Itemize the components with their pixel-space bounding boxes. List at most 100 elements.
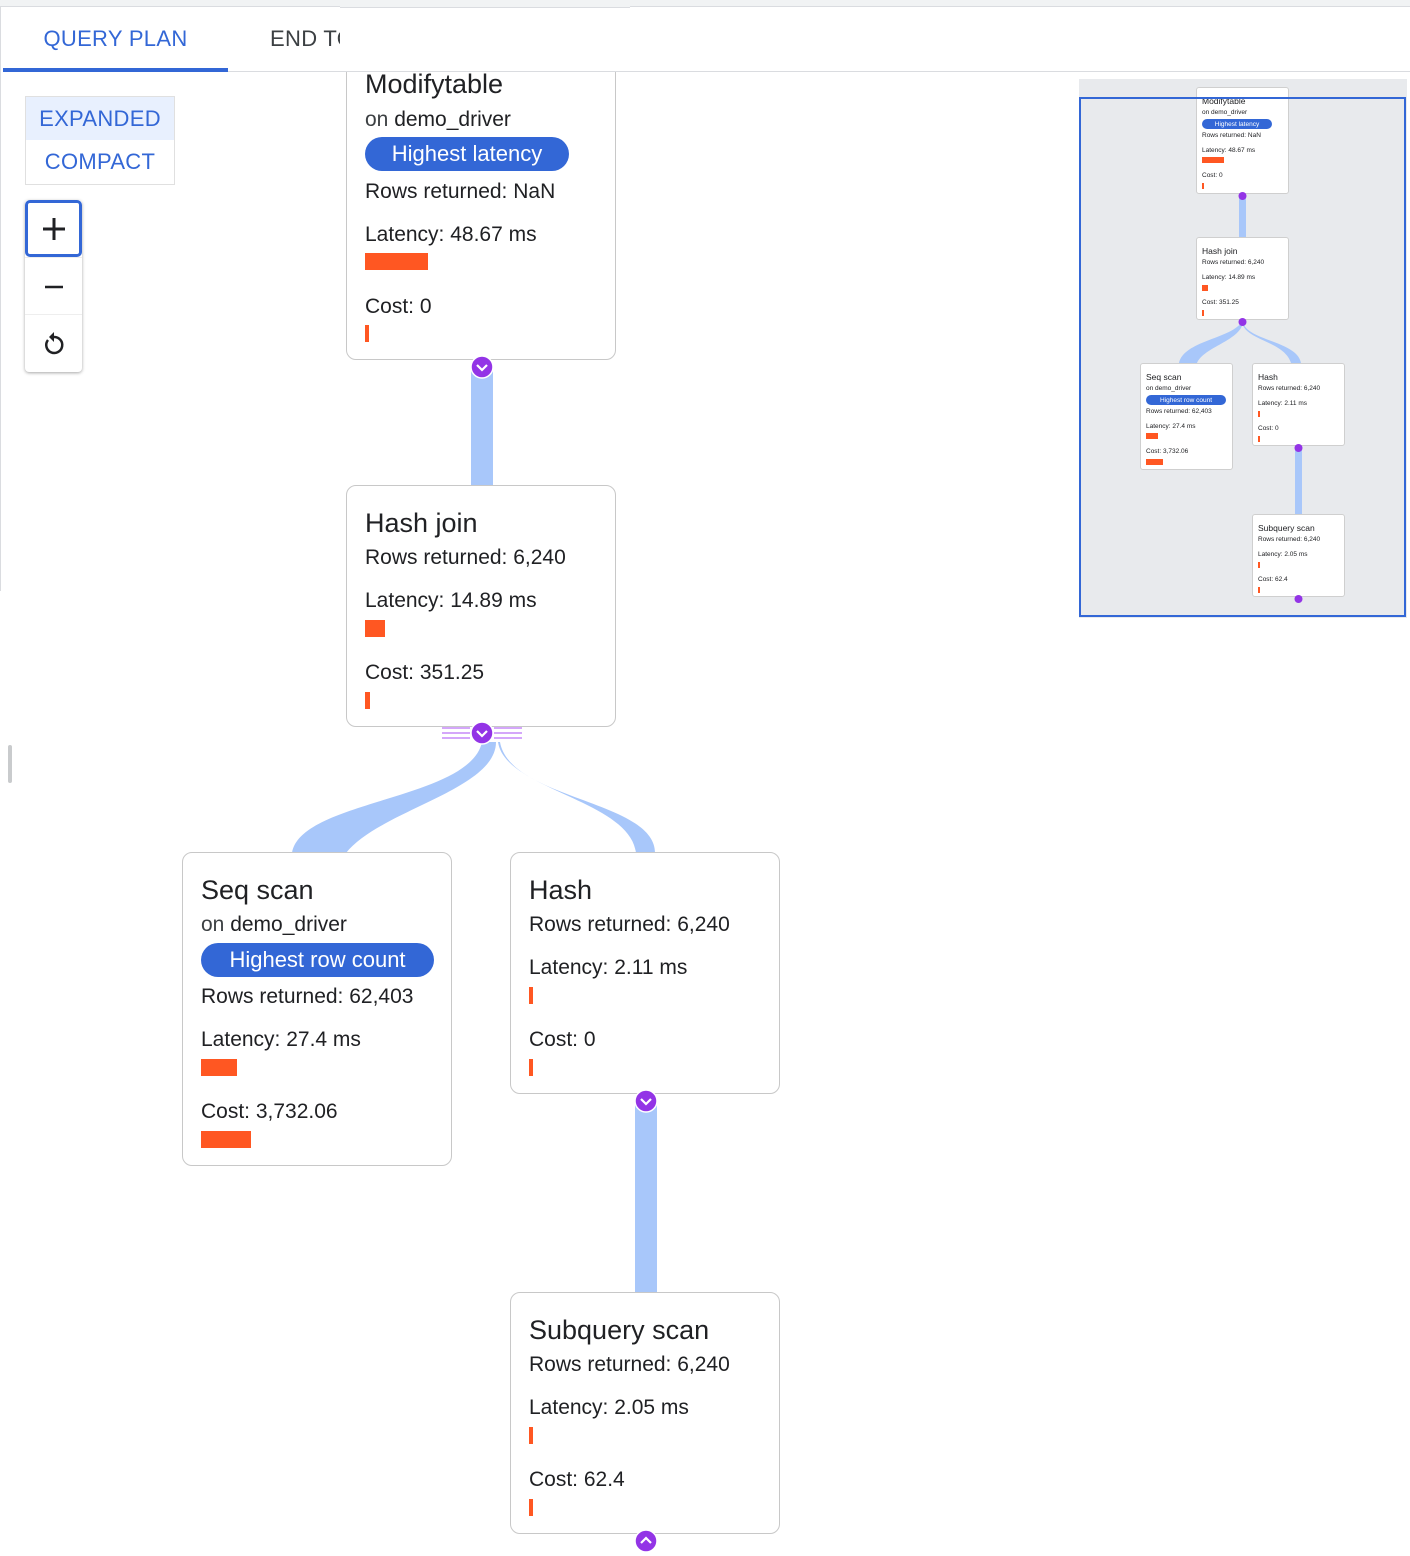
- cost-bar: [201, 1131, 251, 1148]
- node-title: Hash: [529, 875, 593, 905]
- node-hash-join[interactable]: Hash join Rows returned: 6,240 Latency: …: [346, 485, 616, 727]
- minimap-latency-bar: [1202, 157, 1224, 163]
- collapse-hash-button[interactable]: [634, 1089, 658, 1113]
- minimap-rows: Rows returned: 6,240: [1258, 385, 1321, 392]
- collapse-modifytable-button[interactable]: [470, 355, 494, 379]
- compact-button[interactable]: COMPACT: [44, 148, 156, 174]
- cost-bar: [529, 1499, 533, 1516]
- zoom-out-button[interactable]: [25, 257, 82, 315]
- edge-hashjoin-seqscan: [292, 742, 496, 853]
- minimap-cost: Cost: 0: [1202, 172, 1223, 179]
- latency-bar: [201, 1059, 237, 1076]
- view-toggle: EXPANDED COMPACT: [25, 96, 175, 185]
- node-subquery-scan[interactable]: Subquery scan Rows returned: 6,240 Laten…: [510, 1292, 780, 1534]
- latency-bar: [529, 1427, 533, 1444]
- minimap-latency-bar: [1258, 411, 1260, 417]
- minimap-cost-bar: [1258, 436, 1260, 442]
- expanded-button[interactable]: EXPANDED: [26, 97, 174, 140]
- minimap-title: Hash join: [1202, 246, 1238, 256]
- node-latency: Latency: 48.67 ms: [365, 223, 537, 246]
- node-latency: Latency: 14.89 ms: [365, 589, 537, 612]
- node-table: on demo_driver: [201, 913, 347, 937]
- node-cost: Cost: 3,732.06: [201, 1100, 338, 1123]
- minimap-badge: Highest row count: [1146, 395, 1226, 405]
- cost-bar: [365, 325, 369, 342]
- highest-latency-badge: Highest latency: [365, 137, 569, 171]
- minus-icon: [44, 285, 63, 288]
- minimap-rows: Rows returned: 62,403: [1146, 408, 1212, 415]
- edge-modifytable-hashjoin: [471, 366, 493, 486]
- minimap-cost: Cost: 351.25: [1202, 299, 1239, 306]
- minimap-node-seq-scan: Seq scan on demo_driver Highest row coun…: [1140, 363, 1233, 470]
- node-cost: Cost: 62.4: [529, 1468, 625, 1491]
- minimap-cost-bar: [1202, 183, 1204, 189]
- cost-bar: [365, 692, 370, 709]
- minimap-rows: Rows returned: 6,240: [1202, 259, 1265, 266]
- reset-icon: [44, 331, 63, 354]
- minimap-latency-bar: [1146, 433, 1158, 439]
- node-title: Modifytable: [365, 69, 504, 99]
- minimap-cost: Cost: 0: [1258, 425, 1279, 432]
- minimap-title: Seq scan: [1146, 372, 1182, 382]
- minimap-latency: Latency: 2.11 ms: [1258, 400, 1308, 407]
- minimap-expanders: [1238, 192, 1303, 603]
- minimap-cost: Cost: 3,732.06: [1146, 448, 1189, 455]
- left-border: [0, 6, 1, 591]
- minimap-cost-bar: [1258, 587, 1260, 593]
- minimap-cost: Cost: 62.4: [1258, 576, 1288, 583]
- top-border: [0, 0, 1410, 7]
- plus-icon: [42, 217, 65, 240]
- node-title: Seq scan: [201, 875, 314, 905]
- minimap-latency-bar: [1258, 562, 1260, 568]
- tab-query-plan[interactable]: QUERY PLAN: [3, 7, 228, 72]
- minimap-latency: Latency: 48.67 ms: [1202, 147, 1256, 154]
- tab-bar: QUERY PLAN END TO END: [3, 7, 1410, 72]
- table-name: demo_driver: [394, 108, 511, 131]
- edge-hash-subquery: [635, 1100, 657, 1293]
- highest-row-count-badge: Highest row count: [201, 943, 434, 977]
- table-name: demo_driver: [230, 913, 347, 936]
- minimap-title: Hash: [1258, 372, 1278, 382]
- cost-bar: [529, 1059, 533, 1076]
- edge-hashjoin-hash: [498, 742, 655, 853]
- node-latency: Latency: 2.11 ms: [529, 956, 688, 979]
- node-rows: Rows returned: 62,403: [201, 985, 414, 1008]
- expand-subquery-scan-button[interactable]: [634, 1529, 658, 1553]
- on-prefix: on: [201, 913, 225, 936]
- minimap-table: on demo_driver: [1146, 385, 1192, 392]
- reset-zoom-button[interactable]: [25, 314, 82, 372]
- minimap-cost-bar: [1146, 459, 1163, 465]
- minimap-table: on demo_driver: [1202, 109, 1248, 116]
- minimap-cost-bar: [1202, 310, 1204, 316]
- node-hash[interactable]: Hash Rows returned: 6,240 Latency: 2.11 …: [510, 852, 780, 1094]
- minimap-node-subquery-scan: Subquery scan Rows returned: 6,240 Laten…: [1252, 514, 1345, 597]
- zoom-controls: [25, 200, 82, 372]
- node-table: on demo_driver: [365, 108, 511, 132]
- minimap-title: Subquery scan: [1258, 523, 1315, 533]
- node-rows: Rows returned: 6,240: [365, 546, 566, 569]
- clip-mask: [340, 0, 630, 8]
- minimap-latency: Latency: 14.89 ms: [1202, 274, 1256, 281]
- node-latency: Latency: 2.05 ms: [529, 1396, 689, 1419]
- minimap[interactable]: Modifytable on demo_driver Highest laten…: [1079, 79, 1407, 618]
- node-modifytable[interactable]: Modifytable on demo_driver Highest laten…: [346, 40, 616, 360]
- minimap-title: Modifytable: [1202, 96, 1246, 106]
- collapse-hash-join-button[interactable]: [470, 721, 494, 745]
- node-rows: Rows returned: 6,240: [529, 1353, 730, 1376]
- minimap-viewport[interactable]: [1079, 97, 1406, 617]
- minimap-rows: Rows returned: NaN: [1202, 132, 1261, 139]
- minimap-latency-bar: [1202, 285, 1208, 291]
- minimap-badge: Highest latency: [1202, 119, 1272, 129]
- minimap-node-hash: Hash Rows returned: 6,240 Latency: 2.11 …: [1252, 363, 1345, 446]
- on-prefix: on: [365, 108, 389, 131]
- node-rows: Rows returned: 6,240: [529, 913, 730, 936]
- resize-handle[interactable]: [8, 745, 12, 783]
- zoom-in-button[interactable]: [25, 200, 82, 257]
- node-seq-scan[interactable]: Seq scan on demo_driver Highest row coun…: [182, 852, 452, 1166]
- latency-bar: [365, 620, 385, 637]
- tab-divider: [340, 71, 630, 72]
- minimap-rows: Rows returned: 6,240: [1258, 536, 1321, 543]
- node-rows: Rows returned: NaN: [365, 180, 556, 203]
- node-title: Hash join: [365, 508, 478, 538]
- node-title: Subquery scan: [529, 1315, 710, 1345]
